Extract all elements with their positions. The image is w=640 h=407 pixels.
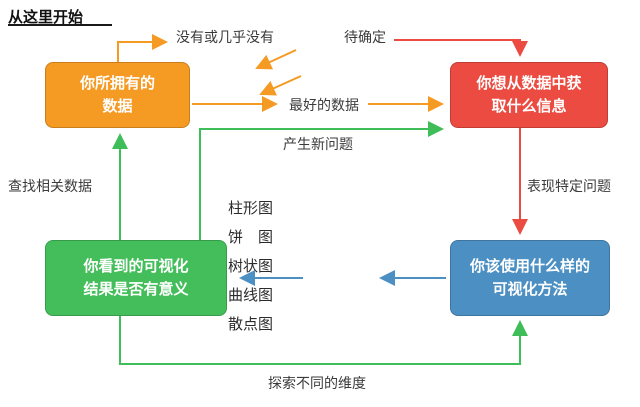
edge-label-find-related-data: 查找相关数据 (8, 178, 92, 194)
start-label: 从这里开始 (8, 9, 84, 26)
edge-label-to-be-determined: 待确定 (344, 29, 386, 45)
arrow-none-return-1 (255, 49, 297, 70)
edge-label-new-questions: 产生新问题 (283, 136, 353, 152)
chart-type-pie: 饼 图 (228, 229, 274, 246)
arrow-explore-dimensions (119, 316, 528, 365)
edge-label-best-data: 最好的数据 (287, 95, 361, 115)
edge-label-none-or-few: 没有或几乎没有 (176, 29, 274, 45)
chart-type-curve: 曲线图 (228, 287, 274, 304)
box-result-meaningful: 你看到的可视化 结果是否有意义 (45, 240, 227, 316)
arrow-to-be-determined (394, 39, 528, 57)
chart-type-bar: 柱形图 (228, 200, 274, 217)
chart-type-scatter: 散点图 (228, 316, 274, 333)
box-have-data: 你所拥有的 数据 (45, 62, 190, 128)
chart-type-tree: 树状图 (228, 258, 274, 275)
edge-label-specific-problems: 表现特定问题 (527, 178, 611, 194)
chart-type-list: 柱形图 饼 图 树状图 曲线图 散点图 (228, 197, 273, 342)
box-visualization-method: 你该使用什么样的 可视化方法 (450, 240, 610, 316)
box-want-info: 你想从数据中获 取什么信息 (450, 62, 608, 128)
arrow-none-return-2 (259, 75, 302, 96)
arrow-new-questions (199, 121, 444, 240)
edge-label-explore-dimensions: 探索不同的维度 (268, 375, 366, 391)
arrow-none-loop (117, 34, 168, 62)
